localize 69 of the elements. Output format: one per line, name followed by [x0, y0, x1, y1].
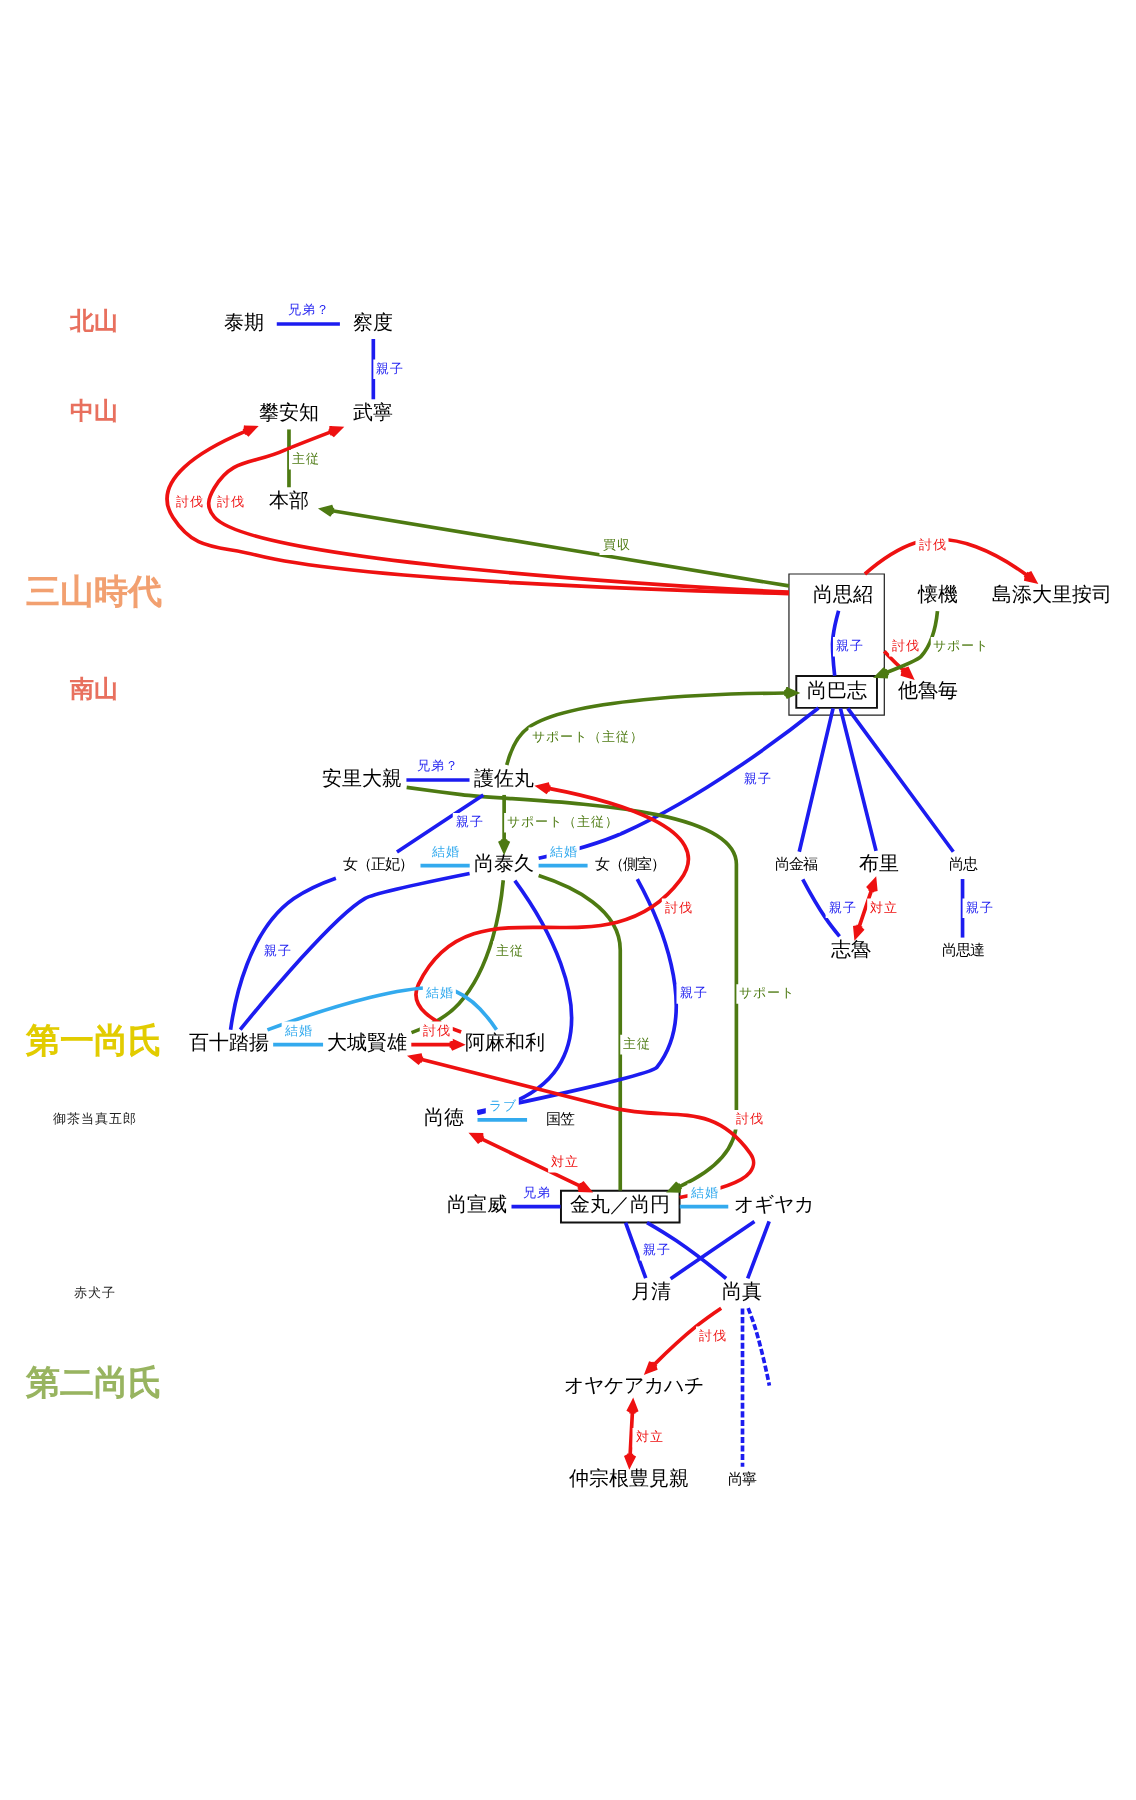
label: 中山: [69, 396, 118, 425]
node-text: 尚思紹: [812, 583, 873, 606]
node-text: オギヤカ: [734, 1194, 815, 1217]
connector: [797, 706, 835, 852]
node-text: 護佐丸: [474, 767, 535, 790]
connector: [477, 1117, 528, 1121]
arrow: [320, 503, 790, 587]
connector: [846, 706, 955, 852]
node-text: 他魯毎: [898, 679, 959, 702]
node-text: 武寧: [353, 402, 394, 425]
node-text: 懐機: [918, 583, 959, 606]
label: 北山: [69, 305, 118, 334]
node-text: 布里: [859, 853, 900, 876]
connector: [476, 877, 678, 1113]
arrow: [505, 685, 798, 765]
connector: [740, 1307, 745, 1466]
node-text: 島添大里按司: [991, 583, 1112, 606]
connector: [646, 1220, 728, 1279]
node-text: 阿麻和利: [465, 1032, 546, 1055]
connector: [511, 1203, 561, 1208]
arrow: [623, 1399, 639, 1467]
node-text: 志魯: [831, 938, 872, 961]
arrow: [875, 609, 940, 678]
connector: [746, 1306, 772, 1385]
connector: [371, 338, 376, 399]
connector: [287, 428, 291, 487]
node-text: 尚真: [722, 1281, 763, 1304]
node-text: オヤケアカハチ: [563, 1374, 704, 1397]
label: 三山時代: [26, 572, 163, 613]
node-text: 安里大親: [322, 767, 403, 790]
node-text: 月清: [630, 1281, 671, 1304]
arrow: [882, 648, 914, 678]
connector: [276, 321, 340, 325]
connector: [960, 878, 965, 937]
connector: [623, 1220, 648, 1278]
node-text: 本部: [268, 490, 309, 513]
node-text: 大城賢雄: [327, 1032, 408, 1055]
node-text: 泰期: [223, 311, 264, 334]
arrow: [409, 1052, 756, 1199]
connector: [538, 862, 588, 867]
node-text: 百十踏揚: [189, 1032, 270, 1055]
node-box: 金丸／尚円: [560, 1188, 681, 1223]
connector: [746, 1219, 771, 1279]
connector: [406, 777, 470, 781]
connector: [838, 706, 878, 851]
node-text: 尚宣威: [447, 1194, 508, 1217]
node-text: 仲宗根豊見親: [568, 1468, 689, 1491]
connector: [801, 877, 841, 937]
connector: [679, 1203, 729, 1208]
arrow: [497, 793, 511, 852]
arrow: [645, 1305, 723, 1373]
node-box: 尚巴志: [795, 674, 878, 708]
connector: [410, 879, 506, 1034]
node-text: 察度: [353, 311, 394, 334]
connector: [420, 862, 470, 867]
label: 第一尚氏: [26, 1020, 163, 1061]
cluster: [788, 572, 885, 715]
connector: [228, 875, 337, 1029]
label: 南山: [69, 673, 118, 702]
connector: [669, 1218, 756, 1280]
arrow: [853, 877, 878, 938]
label: 第二尚氏: [26, 1363, 163, 1404]
arrow: [414, 781, 690, 1033]
node-text: 尚徳: [424, 1107, 465, 1130]
node-text: 攀安知: [258, 402, 319, 425]
node-text: 尚泰久: [474, 853, 535, 876]
connector: [238, 870, 470, 1030]
connector: [273, 1041, 324, 1046]
connector: [830, 609, 841, 675]
